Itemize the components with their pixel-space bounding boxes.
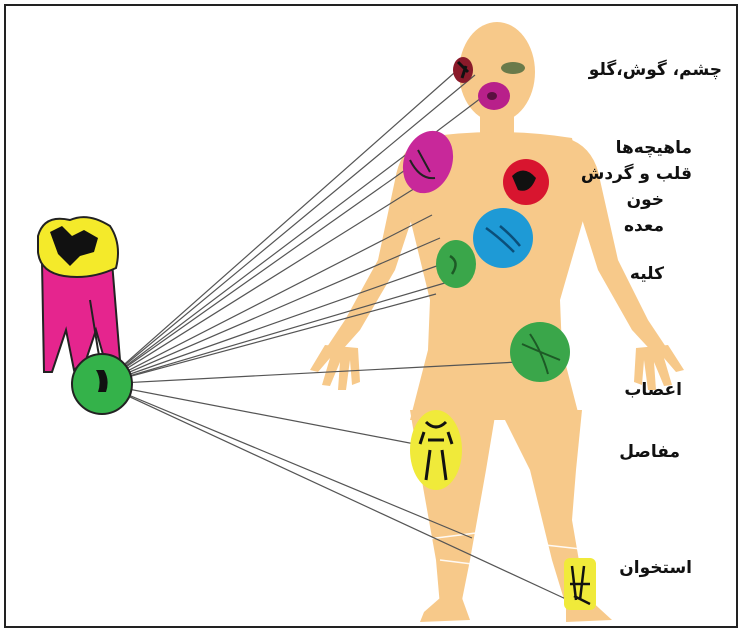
label-heart-circulation: قلب و گردش xyxy=(581,164,692,184)
label-blood: خون xyxy=(627,190,664,210)
label-joints: مفاصل xyxy=(619,442,680,462)
human-body xyxy=(310,22,684,622)
right-eye xyxy=(501,62,525,74)
label-stomach: معده xyxy=(624,216,664,236)
tooth xyxy=(38,217,132,414)
blood-marker xyxy=(473,208,533,268)
left-foot xyxy=(420,598,470,622)
label-bone: استخوان xyxy=(619,558,692,578)
label-eye-ear-throat: چشم، گوش،گلو xyxy=(589,60,722,80)
joint-marker xyxy=(410,410,462,490)
label-muscles: ماهیچه‌ها xyxy=(616,138,692,158)
label-nerves: اعصاب xyxy=(624,380,682,400)
label-kidney: کلیه xyxy=(630,264,664,284)
left-hand xyxy=(310,345,360,390)
eye-marker xyxy=(453,57,473,83)
